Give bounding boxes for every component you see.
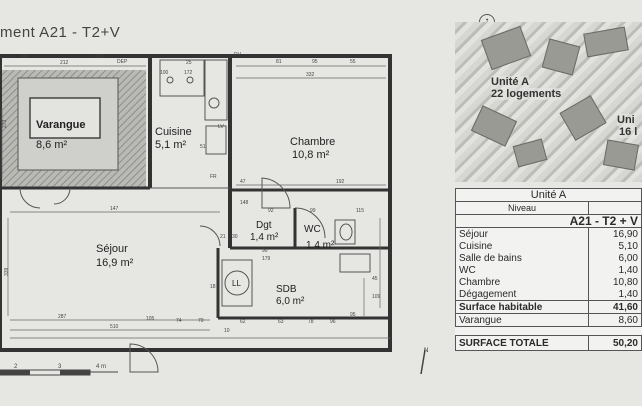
room-area-dgt: 1,4 m² [250, 232, 279, 243]
room-area-cuisine: 5,1 m² [155, 139, 187, 151]
room-name-dgt: Dgt [256, 220, 272, 231]
room-name-sdb: SDB [276, 284, 297, 295]
dimension-label: 273 [2, 119, 8, 128]
dimension-label: 90 [262, 248, 268, 254]
habitable-label: Surface habitable [455, 300, 589, 314]
north-label-bottom: N [424, 348, 429, 354]
total-label: SURFACE TOTALE [455, 335, 589, 351]
row-value: 16,90 [588, 227, 642, 240]
dimension-label: 55 [350, 59, 356, 65]
dimension-label: 45 [372, 276, 378, 282]
niveau-label: Niveau [455, 201, 589, 215]
page-title: ment A21 - T2+V [0, 24, 121, 41]
row-value: 1,40 [588, 264, 642, 276]
room-area-sejour: 16,9 m² [96, 257, 134, 269]
dimension-label: 332 [306, 72, 315, 78]
room-area-sdb: 6,0 m² [276, 296, 305, 307]
dimension-label: 100 [160, 70, 169, 76]
dimension-label: 70 [198, 318, 204, 324]
dimension-label: 147 [110, 206, 119, 212]
scale-tick: 4 m [96, 364, 106, 370]
dimension-label: 115 [356, 208, 364, 214]
dimension-label: 18 [210, 284, 216, 290]
dimension-label: 105 [146, 316, 155, 322]
dimension-label: 95 [312, 59, 318, 65]
floor-plan: 212 273 370 318 339 510 287 74 70 105 25… [0, 52, 392, 376]
dimension-label: DV [234, 52, 242, 58]
dimension-label: 62 [240, 319, 246, 325]
row-label: Dégagement [455, 288, 589, 301]
dimension-label: FR [210, 174, 217, 180]
dimension-label: 172 [184, 70, 193, 76]
dimension-label: 63 [278, 319, 284, 325]
total-value: 50,20 [588, 335, 642, 351]
row-label: Salle de bains [455, 252, 589, 264]
row-value: 1,40 [588, 288, 642, 301]
dimension-label: 99 [310, 208, 316, 214]
dimension-label: 339 [4, 267, 10, 276]
unit-name: A21 - T2 + V [455, 214, 642, 228]
dimension-label: 109 [372, 294, 381, 300]
row-label: WC [455, 264, 589, 276]
dimension-label: 95 [350, 312, 356, 318]
habitable-value: 41,60 [588, 300, 642, 314]
scale-tick: 2 [14, 364, 18, 370]
room-name-cuisine: Cuisine [155, 126, 192, 138]
dimension-label: LV [218, 124, 224, 130]
dimension-label: 25 [186, 60, 192, 66]
scale-bar: 2 3 4 m [0, 364, 118, 376]
table-header: Unité A [455, 188, 642, 202]
room-name-wc: WC [304, 224, 321, 235]
row-label: Cuisine [455, 240, 589, 252]
dimension-label: 51 [200, 144, 206, 150]
site-label-unit-a-count: 22 logements [491, 88, 562, 100]
dimension-label: 30 [232, 234, 238, 240]
dimension-label: 510 [110, 324, 119, 330]
varangue-value: 8,60 [588, 313, 642, 327]
scale-tick: 3 [58, 364, 62, 370]
varangue-label: Varangue [455, 313, 589, 327]
dimension-label: 21 [220, 234, 226, 240]
dimension-label: 47 [240, 179, 246, 185]
dimension-label: 74 [176, 318, 182, 324]
dimension-label: 78 [308, 319, 314, 325]
dimension-label: 192 [336, 179, 345, 185]
dimension-label: 92 [268, 208, 274, 214]
room-area-wc: 1,4 m² [306, 240, 335, 251]
dimension-label: 10 [224, 328, 230, 334]
dimension-label: 287 [58, 314, 67, 320]
row-label: Chambre [455, 276, 589, 288]
dimension-label: 212 [60, 60, 69, 66]
site-aerial-view: Unité A 22 logements Uni 16 l [455, 22, 642, 182]
dimension-label: 148 [240, 200, 249, 206]
dimension-label: 370 [20, 54, 29, 60]
row-value: 10,80 [588, 276, 642, 288]
room-name-ll: LL [232, 279, 241, 288]
row-label: Séjour [455, 227, 589, 240]
row-value: 6,00 [588, 252, 642, 264]
dimension-label: 81 [276, 59, 282, 65]
room-name-chambre: Chambre [290, 136, 335, 148]
row-value: 5,10 [588, 240, 642, 252]
dimension-label: 318 [95, 54, 104, 60]
room-name-varangue: Varangue [36, 119, 86, 131]
dimension-label: DEP [117, 59, 128, 65]
room-area-chambre: 10,8 m² [292, 149, 330, 161]
dimension-label: 96 [330, 319, 336, 325]
north-arrow-bottom: N [416, 346, 430, 378]
room-area-varangue: 8,6 m² [36, 139, 68, 151]
site-label-unit-a: Unité A [491, 76, 530, 88]
site-label-unit-b: Uni [617, 114, 635, 126]
room-name-sejour: Séjour [96, 243, 128, 255]
dimension-label: 179 [262, 256, 271, 262]
site-label-unit-b-count: 16 l [619, 126, 638, 138]
north-arrow-icon [420, 349, 426, 375]
